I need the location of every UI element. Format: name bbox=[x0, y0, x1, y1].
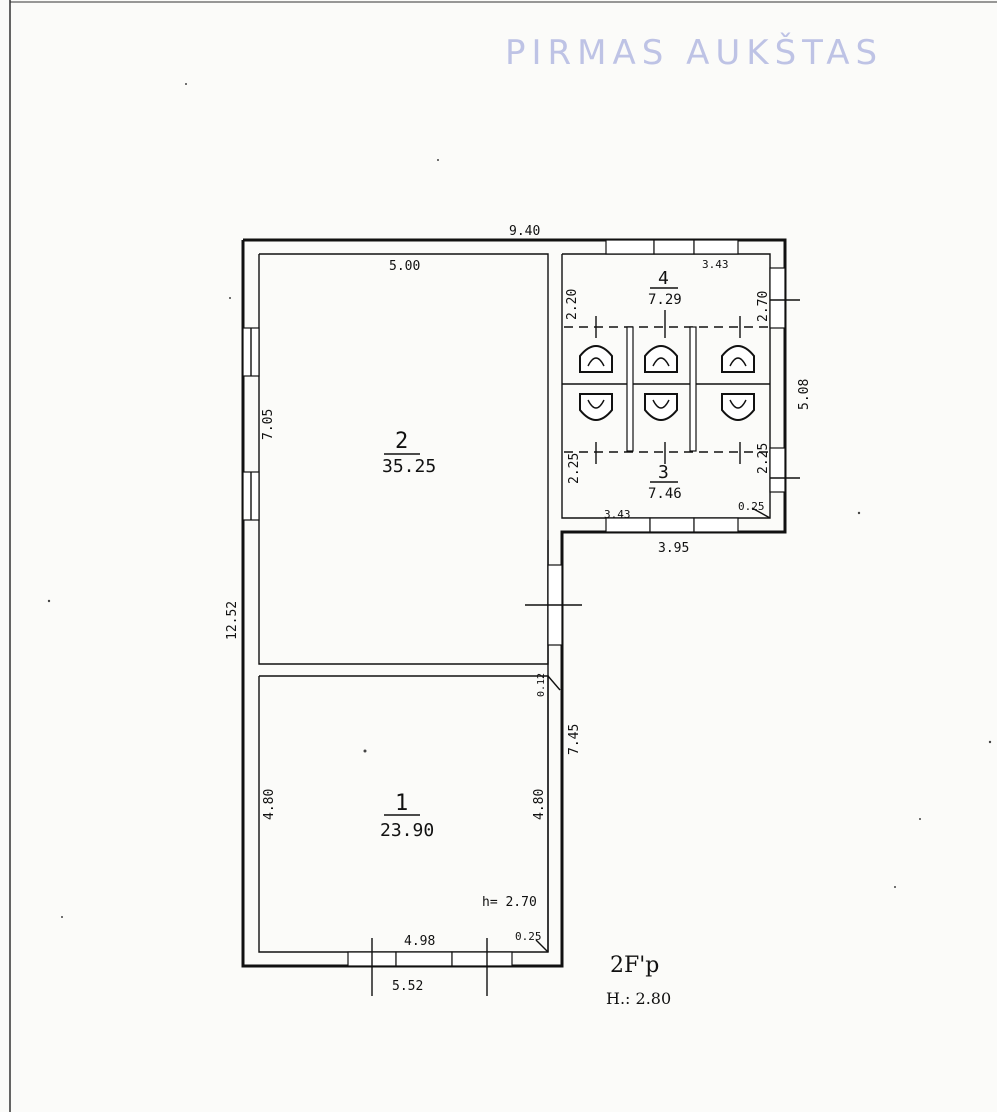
room-4-area: 7.29 bbox=[648, 292, 682, 308]
room-2-number: 2 bbox=[395, 429, 408, 454]
floor-stamp: PIRMAS AUKŠTAS bbox=[505, 32, 883, 73]
room-4-number: 4 bbox=[658, 268, 669, 289]
sheet-code: 2F'p bbox=[610, 953, 659, 978]
dim-room1-right: 4.80 bbox=[532, 789, 547, 820]
room-2-area: 35.25 bbox=[382, 456, 436, 477]
wc-fittings bbox=[564, 310, 768, 464]
toilet-icon bbox=[721, 345, 755, 373]
windows bbox=[242, 239, 786, 967]
dim-wc-left-lower: 2.25 bbox=[567, 453, 582, 484]
outer-walls bbox=[241, 238, 787, 968]
room-1-number: 1 bbox=[395, 791, 408, 816]
dim-room2-side: 7.05 bbox=[261, 409, 276, 440]
dim-room2-top: 5.00 bbox=[389, 259, 420, 274]
dim-room1-bottom-inner: 4.98 bbox=[404, 934, 435, 949]
toilet-icon bbox=[644, 393, 678, 421]
dim-wc-top: 3.43 bbox=[702, 258, 729, 271]
toilet-icon bbox=[579, 393, 613, 421]
dim-right-lower: 7.45 bbox=[567, 724, 582, 755]
dim-corner-b: 0.12 bbox=[536, 673, 547, 697]
dim-wc-right-upper: 2.70 bbox=[756, 291, 771, 322]
dim-room1-bottom-outer: 5.52 bbox=[392, 979, 423, 994]
dimension-ticks bbox=[371, 299, 800, 996]
room-3-area: 7.46 bbox=[648, 486, 682, 502]
room-1-area: 23.90 bbox=[380, 820, 434, 841]
dim-room1-left: 4.80 bbox=[262, 789, 277, 820]
dim-top-total: 9.40 bbox=[509, 224, 540, 239]
dim-wc-bottom-inner: 3.43 bbox=[604, 508, 631, 521]
room-1-height: h= 2.70 bbox=[482, 895, 537, 910]
scan-noise bbox=[47, 83, 992, 918]
dim-wc-right-total: 5.08 bbox=[797, 379, 812, 410]
toilet-icon bbox=[644, 345, 678, 373]
dim-wc-left-upper: 2.20 bbox=[565, 289, 580, 320]
dim-corner-a: 0.25 bbox=[515, 930, 542, 943]
toilet-icon bbox=[579, 345, 613, 373]
toilet-icon bbox=[721, 393, 755, 421]
dim-wc-right-lower: 2.25 bbox=[756, 443, 771, 474]
floor-height: H.: 2.80 bbox=[606, 989, 671, 1008]
dim-wc-bottom-outer: 3.95 bbox=[658, 541, 689, 556]
dim-left-total: 12.52 bbox=[225, 601, 240, 640]
room-3-number: 3 bbox=[658, 462, 669, 483]
dim-wc-corner: 0.25 bbox=[738, 500, 765, 513]
